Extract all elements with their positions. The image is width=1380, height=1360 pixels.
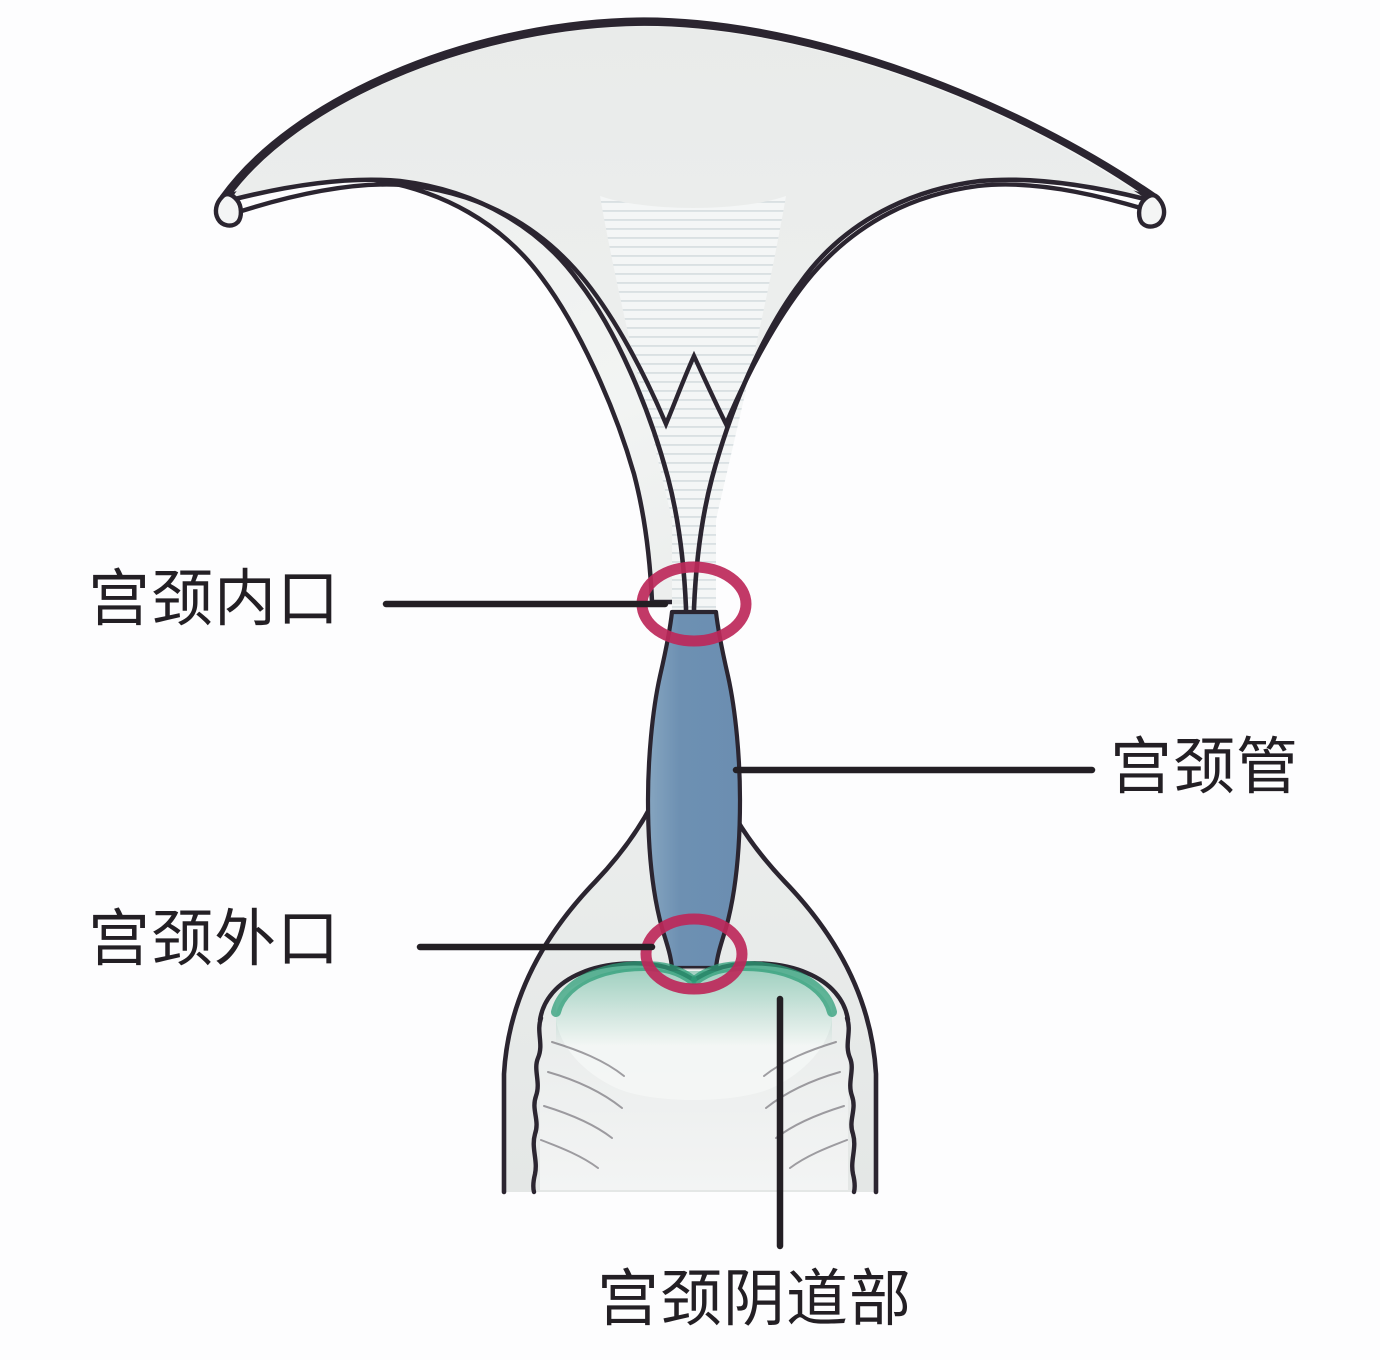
vaginal-wall-left [531, 1015, 544, 1195]
uterine-wall-outline [228, 177, 689, 1195]
fallopian-tube-stump-left [213, 191, 244, 228]
vaginal-portion-of-cervix [537, 961, 851, 1190]
fundus-cavity-roof [229, 182, 1163, 430]
squamocolumnar-fade [556, 968, 832, 1046]
vaginal-wall-right [844, 1015, 857, 1195]
anatomy [213, 17, 1167, 1250]
label-vaginal-portion: 宫颈阴道部 [597, 1262, 913, 1335]
fundus-dome-outline [219, 17, 1161, 201]
leader-lines [382, 600, 1096, 1250]
external-os-marker [640, 913, 748, 995]
label-external-os: 宫颈外口 [88, 902, 341, 975]
uterine-cavity-endometrium [600, 196, 786, 616]
uterine-wall-outline-right [691, 177, 1152, 1195]
label-cervical-canal: 宫颈管 [1110, 730, 1300, 803]
label-internal-os: 宫颈内口 [88, 562, 341, 635]
fallopian-tube-stump-right [1136, 192, 1167, 229]
